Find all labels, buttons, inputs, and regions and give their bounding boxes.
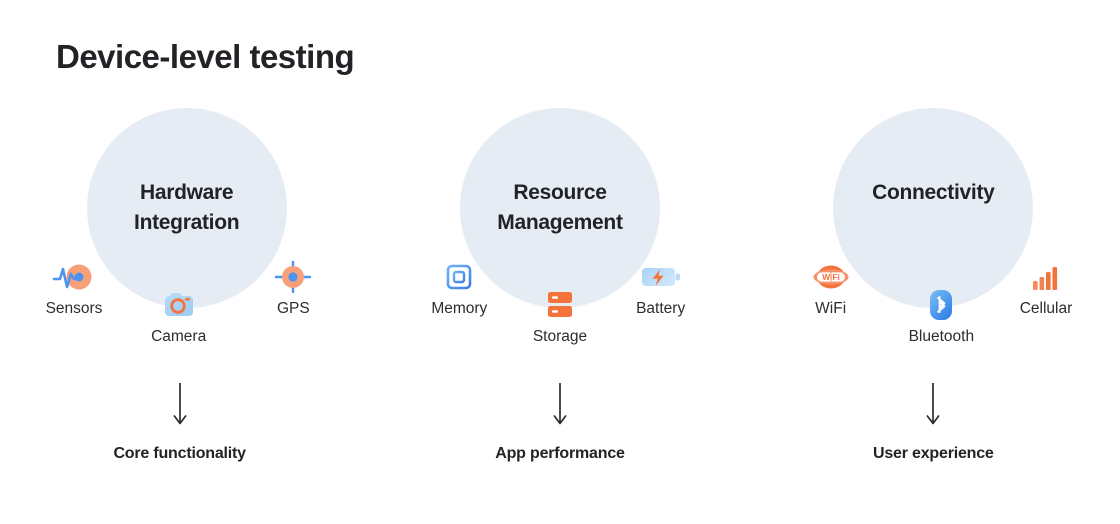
column-hardware-integration: Hardware Integration Sensors <box>0 100 373 500</box>
circle-title: Connectivity <box>818 178 1048 208</box>
icon-items: WiFi WiFi <box>747 100 1120 360</box>
circle-title-line1: Hardware <box>140 181 234 204</box>
circle-title: Hardware Integration <box>72 178 302 238</box>
cpu-chip-icon <box>399 260 519 294</box>
server-storage-icon <box>500 288 620 322</box>
circle-shape <box>86 108 287 308</box>
item-label: Cellular <box>1019 300 1073 317</box>
item-storage[interactable]: Storage <box>500 288 620 346</box>
item-battery[interactable]: Battery <box>601 260 721 318</box>
signal-bars-icon <box>986 260 1106 294</box>
column-resource-management: Resource Management <box>373 100 746 500</box>
circle-title-line1: Resource <box>513 181 607 204</box>
outcome-label: Core functionality <box>113 445 246 462</box>
arrow-down-icon <box>170 382 190 433</box>
circle-title-line2: Integration <box>134 210 240 234</box>
item-bluetooth[interactable]: Bluetooth <box>881 288 1001 346</box>
item-label: Camera <box>151 328 207 345</box>
item-label: GPS <box>276 300 310 317</box>
item-cellular[interactable]: Cellular <box>986 260 1106 318</box>
item-gps[interactable]: GPS <box>233 260 353 318</box>
circle-shape <box>833 108 1034 308</box>
bluetooth-icon <box>881 288 1001 322</box>
page-title: Device-level testing <box>56 38 355 75</box>
pulse-sensor-icon <box>14 260 134 294</box>
item-label: Sensors <box>45 300 103 317</box>
item-label: Memory <box>431 300 488 317</box>
column-connectivity: Connectivity WiFi WiFi <box>747 100 1120 500</box>
item-label: WiFi <box>815 300 847 317</box>
item-sensors[interactable]: Sensors <box>14 260 134 318</box>
wifi-badge-icon: WiFi <box>771 260 891 294</box>
battery-bolt-icon <box>601 260 721 294</box>
icon-items: Sensors <box>0 100 373 360</box>
arrow-down-icon <box>550 382 570 433</box>
item-label: Battery <box>636 300 686 317</box>
circle-shape <box>459 108 660 308</box>
camera-icon <box>119 288 239 322</box>
outcome-label: App performance <box>495 445 625 462</box>
item-label: Storage <box>532 328 588 345</box>
circle-title-line1: Connectivity <box>872 181 995 204</box>
gps-crosshair-icon <box>233 260 353 294</box>
item-label: Bluetooth <box>908 328 975 345</box>
diagram-columns: Hardware Integration Sensors <box>0 100 1120 500</box>
circle-title-line2: Management <box>497 210 623 234</box>
circle-group: Hardware Integration Sensors <box>0 100 373 350</box>
arrow-down-icon <box>923 382 943 433</box>
icon-items: Memory Storage <box>373 100 746 360</box>
item-wifi[interactable]: WiFi WiFi <box>771 260 891 318</box>
circle-title: Resource Management <box>445 178 675 238</box>
circle-group: Resource Management <box>373 100 746 350</box>
outcome-label: User experience <box>873 445 994 462</box>
item-camera[interactable]: Camera <box>119 288 239 346</box>
item-memory[interactable]: Memory <box>399 260 519 318</box>
circle-group: Connectivity WiFi WiFi <box>747 100 1120 350</box>
